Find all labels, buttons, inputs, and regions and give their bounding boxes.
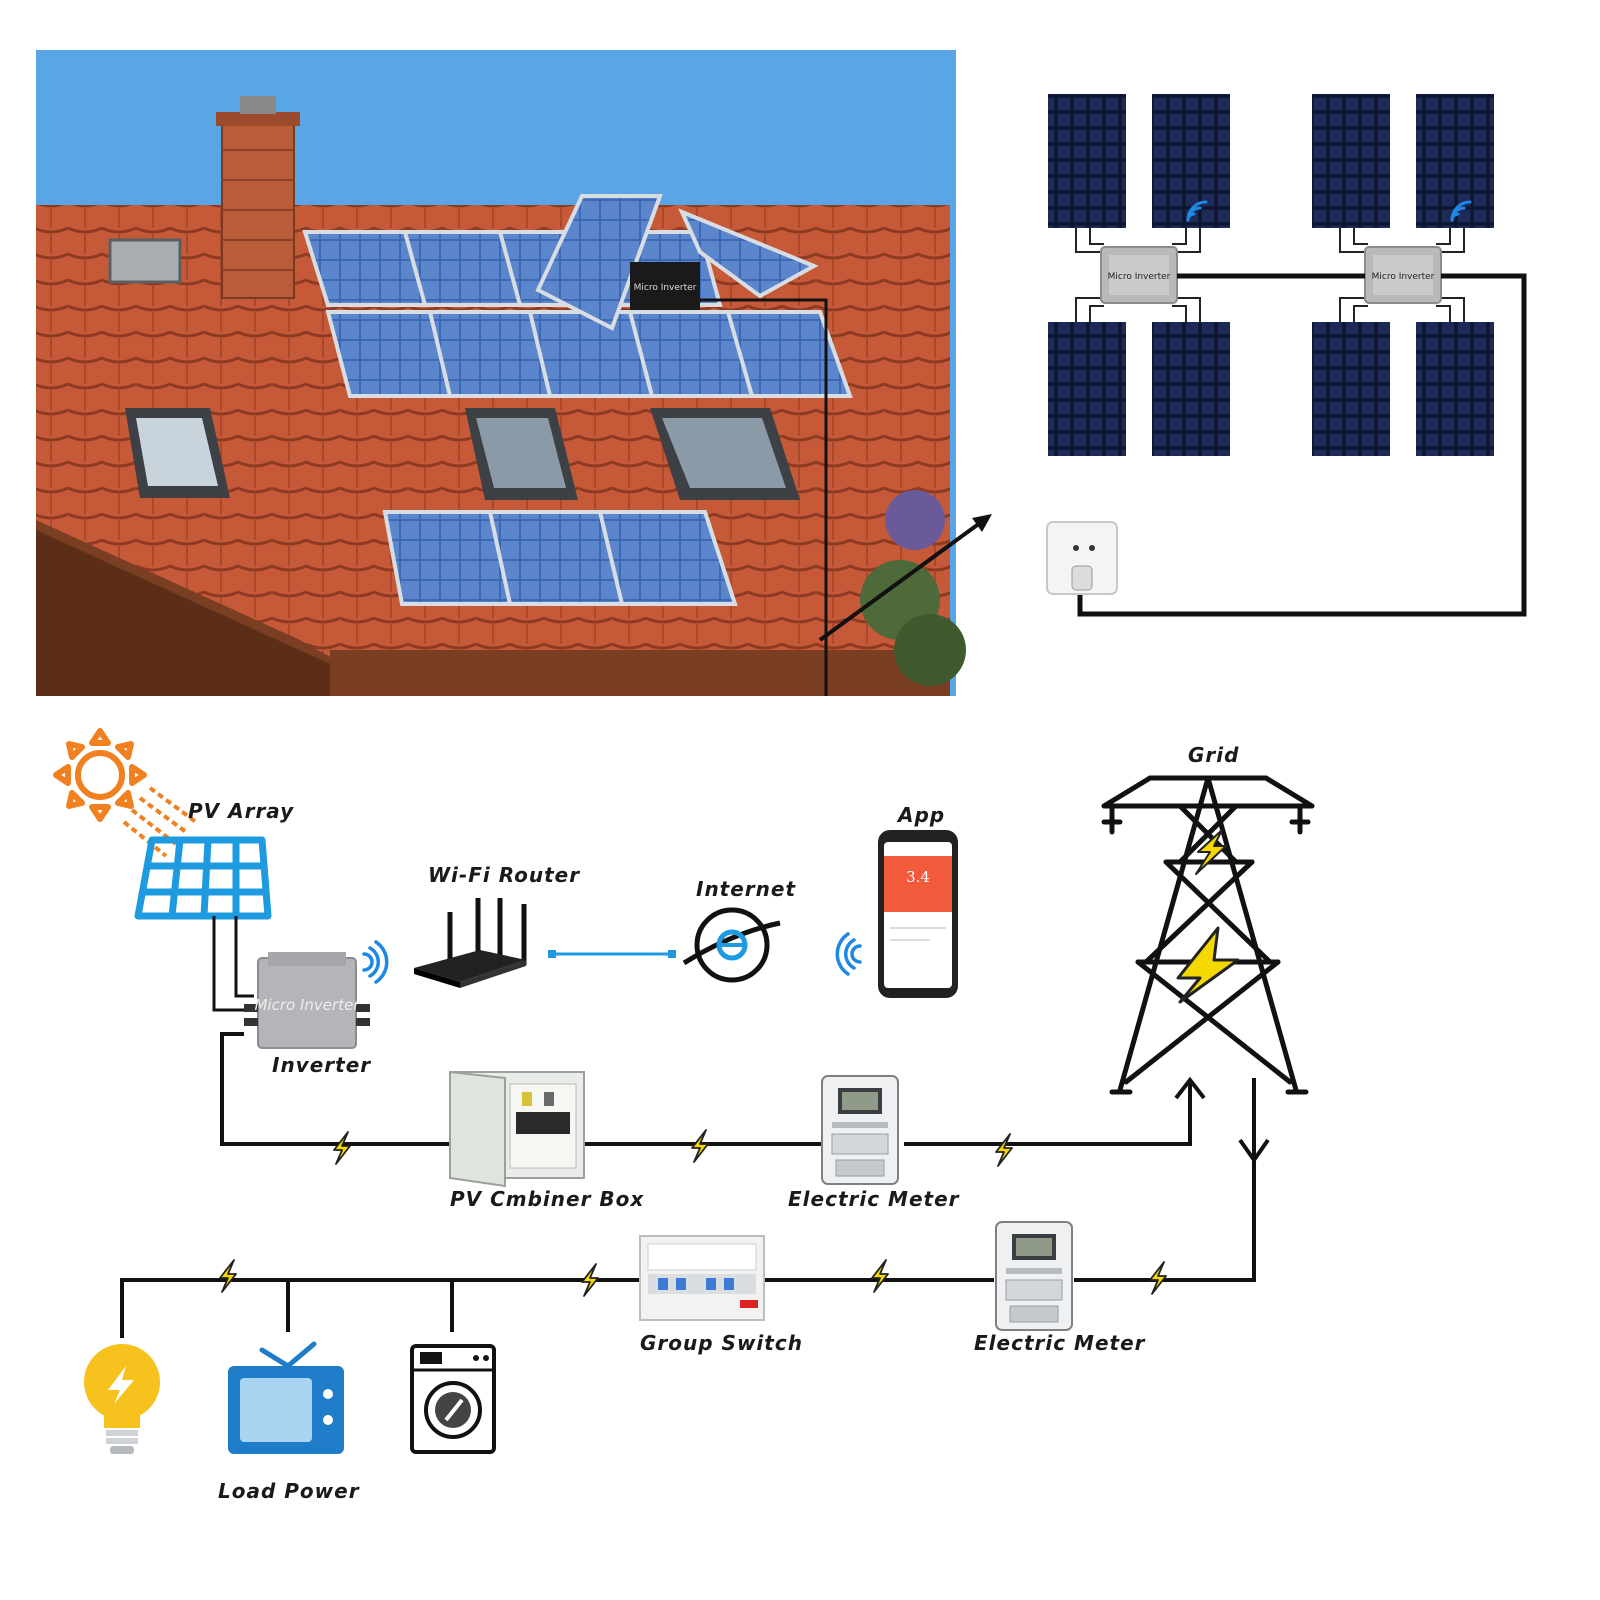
washing-machine-icon [410,1344,496,1454]
internet-globe-icon [682,907,781,983]
electric-meter-bottom-label: Electric Meter [974,1331,1146,1355]
inverter-label: Inverter [272,1053,371,1077]
combiner-box-icon [449,1070,585,1188]
electric-meter-icon [995,1221,1073,1331]
wifi-icon [1186,200,1208,222]
inverter-caption: Micro Inverter [255,996,361,1014]
router-icon [414,898,527,988]
roof-cable [700,298,828,696]
callout-arrow [818,514,992,642]
plant [860,490,966,686]
group-switch-icon [639,1235,765,1321]
export-power-line [220,1032,1206,1146]
grid-label: Grid [1188,743,1239,767]
roof-inverter-caption: Micro Inverter [634,283,697,293]
wifi-icon [1450,200,1472,222]
right-inverter-caption: Micro Inverter [1372,272,1435,282]
sun-rays [122,786,198,858]
wifi-icon [835,932,862,976]
transmission-tower-icon [1101,775,1315,1095]
wifi-icon [362,940,389,984]
left-inverter-caption: Micro Inverter [1108,272,1171,282]
panel-wiring-diagram: Micro Inverter Micro I [1046,94,1527,617]
load-power-label: Load Power [218,1479,360,1503]
chimney [216,96,300,299]
roof-photo: Micro Inverter [36,50,966,696]
pv-array-label: PV Array [188,799,294,823]
lightning-bolt-icon [1176,829,1240,1004]
wifi-router-label: Wi-Fi Router [428,863,580,887]
electric-meter-top-label: Electric Meter [788,1187,960,1211]
sun-icon [53,728,147,822]
group-switch-label: Group Switch [640,1331,803,1355]
light-bulb-icon [84,1344,160,1454]
combiner-box-label: PV Cmbiner Box [450,1187,644,1211]
micro-inverter-icon: Micro Inverter [244,952,370,1049]
smartphone-icon: 3.4 [878,830,958,998]
roof-micro-inverter: Micro Inverter [630,262,700,310]
roof-vent [108,238,182,284]
panel-group-right: Micro Inverter [1312,94,1494,456]
internet-label: Internet [696,877,796,901]
roof-solar-panels [302,194,853,606]
solar-panel-icon [134,836,272,920]
app-reading: 3.4 [906,868,930,886]
router-internet-link [548,950,676,958]
panel-group-left: Micro Inverter [1048,94,1230,456]
tv-icon [228,1341,344,1454]
electric-meter-icon [821,1075,899,1185]
app-label: App [896,803,945,827]
skylights [125,408,800,500]
wall-socket-icon [1046,521,1118,595]
